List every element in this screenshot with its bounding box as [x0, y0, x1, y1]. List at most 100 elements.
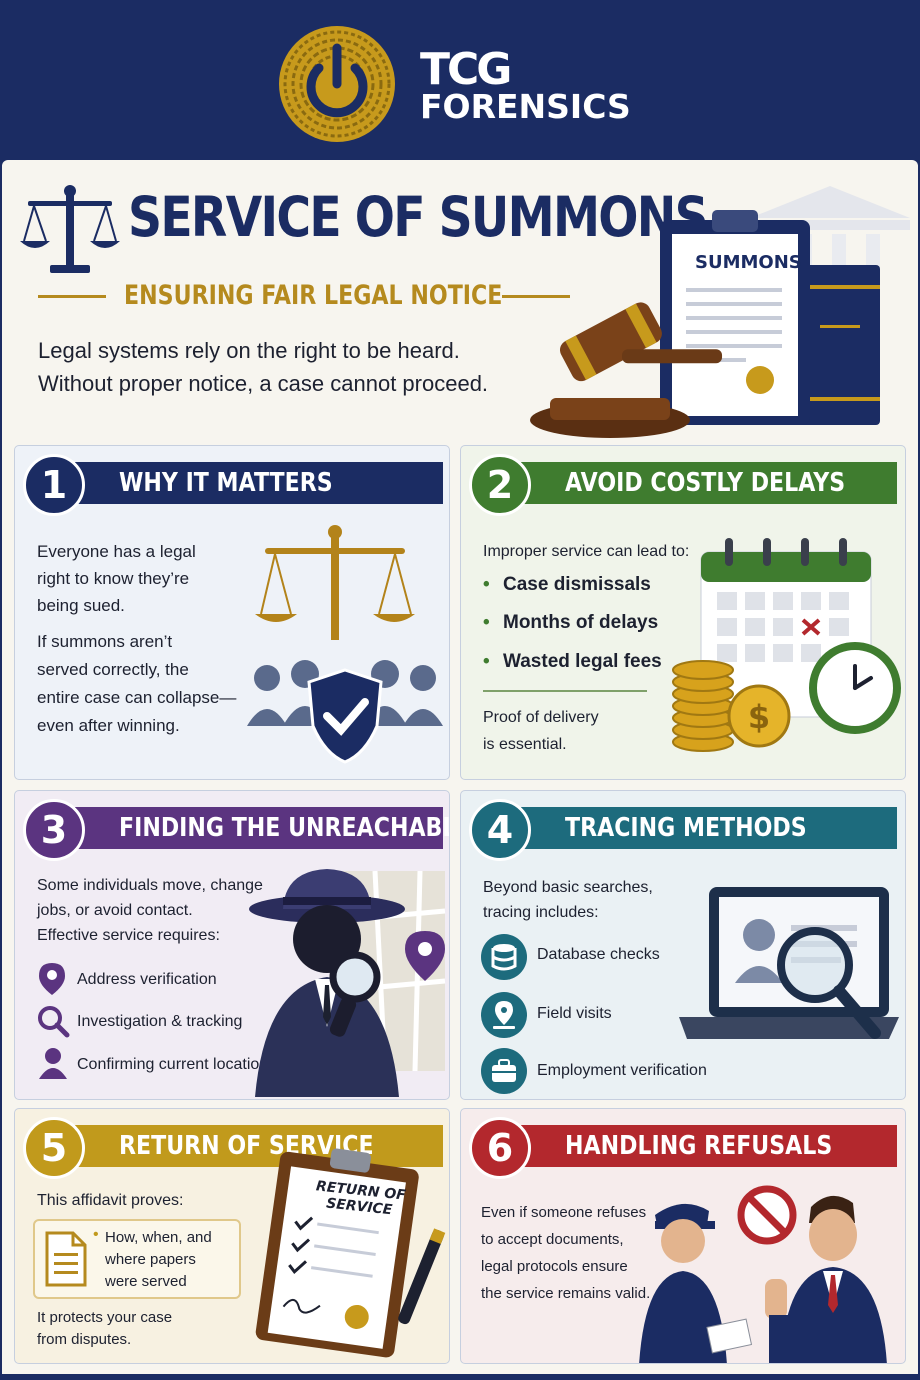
card-return-of-service: RETURN OF SERVICE 5 This affidavit prove… — [14, 1108, 450, 1364]
hero-subtitle: ENSURING FAIR LEGAL NOTICE — [124, 280, 503, 311]
card-5-box-line1: How, when, and — [105, 1229, 212, 1246]
detective-investigator-icon — [249, 869, 405, 1097]
card-avoid-costly-delays: AVOID COSTLY DELAYS 2 Improper service c… — [460, 445, 906, 780]
card-3-intro-line3: Effective service requires: — [37, 927, 220, 944]
card-1-p1-line3: being sued. — [37, 596, 125, 615]
card-4-banner: TRACING METHODS — [521, 807, 897, 849]
process-server-icon — [639, 1203, 753, 1363]
card-5-banner: RETURN OF SERVICE — [75, 1125, 443, 1167]
card-1-paragraph-1: Everyone has a legal right to know they’… — [37, 538, 196, 619]
card-3-item-3: Confirming current location — [77, 1056, 269, 1073]
card-6-banner: HANDLING REFUSALS — [521, 1125, 897, 1167]
card-5-info-box: How, when, and where papers were served … — [33, 1219, 241, 1299]
magnifier-icon — [38, 1006, 70, 1038]
hero-title: SERVICE OF SUMMONS — [128, 185, 709, 249]
card-1-paragraph-2: If summons aren’t served correctly, the … — [37, 628, 236, 740]
summons-document-label: SUMMONS — [695, 252, 802, 273]
header-bar: TCG FORENSICS — [0, 0, 920, 160]
card-5-outro-line2: from disputes. — [37, 1331, 132, 1348]
shield-check-icon — [307, 668, 383, 764]
card-4-item-1: Database checks — [537, 946, 660, 963]
card-4-intro-line1: Beyond basic searches, — [483, 879, 653, 896]
card-4-number: 4 — [469, 799, 531, 861]
refusing-man-icon — [765, 1195, 887, 1363]
hero-desc-line2: Without proper notice, a case cannot pro… — [38, 371, 489, 396]
card-3-intro-line2: jobs, or avoid contact. — [37, 902, 193, 919]
card-handling-refusals: HANDLING REFUSALS 6 Even if someone refu… — [460, 1108, 906, 1364]
person-icon — [39, 1048, 67, 1079]
card-3-intro: Some individuals move, change jobs, or a… — [37, 873, 263, 948]
card-5-box-line3: were served — [105, 1273, 187, 1290]
card-1-p1-line1: Everyone has a legal — [37, 542, 196, 561]
hero-desc-line1: Legal systems rely on the right to be he… — [38, 338, 460, 363]
card-6-text-line2: to accept documents, — [481, 1231, 624, 1248]
card-4-item-3: Employment verification — [537, 1062, 707, 1079]
card-1-number: 1 — [23, 454, 85, 516]
card-3-banner: FINDING THE UNREACHABLE — [75, 807, 449, 849]
card-2-bullet-3: Wasted legal fees — [483, 651, 662, 673]
card-4-intro: Beyond basic searches, tracing includes: — [483, 875, 653, 925]
card-1-p2-line1: If summons aren’t — [37, 632, 173, 651]
card-6-text: Even if someone refuses to accept docume… — [481, 1199, 650, 1307]
fingerprint-power-logo-icon — [279, 26, 395, 142]
card-6-text-line1: Even if someone refuses — [481, 1204, 647, 1221]
card-6-title: HANDLING REFUSALS — [565, 1131, 833, 1161]
card-3-item-2: Investigation & tracking — [77, 1013, 243, 1030]
card-2-number: 2 — [469, 454, 531, 516]
card-2-intro: Improper service can lead to: — [483, 543, 690, 560]
card-6-text-line4: the service remains valid. — [481, 1285, 651, 1302]
card-2-outro-line1: Proof of delivery — [483, 709, 599, 726]
bottom-bar — [0, 1374, 920, 1380]
card-5-box-text: How, when, and where papers were served — [105, 1227, 212, 1293]
card-4-item-2: Field visits — [537, 1005, 612, 1022]
card-why-it-matters: WHY IT MATTERS 1 Everyone has a legal ri… — [14, 445, 450, 780]
card-1-p1-line2: right to know they’re — [37, 569, 190, 588]
gavel-icon — [530, 302, 723, 438]
hero-description: Legal systems rely on the right to be he… — [38, 334, 488, 400]
card-4-intro-line2: tracing includes: — [483, 904, 599, 921]
coins-stack-icon: $ — [672, 660, 791, 752]
card-1-title: WHY IT MATTERS — [119, 468, 333, 498]
card-5-number: 5 — [23, 1117, 85, 1179]
subtitle-rule-right — [502, 295, 570, 298]
gold-scales-icon — [255, 525, 415, 640]
card-3-item-1: Address verification — [77, 971, 217, 988]
no-entry-sign-icon — [737, 1185, 797, 1245]
database-icon — [481, 934, 527, 980]
brand-name-line2: FORENSICS — [420, 87, 631, 126]
card-1-p2-line4: even after winning. — [37, 716, 180, 735]
return-of-service-clipboard-icon — [255, 1148, 446, 1358]
card-6-text-line3: legal protocols ensure — [481, 1258, 628, 1275]
card-tracing-methods: TRACING METHODS 4 Beyond basic searches,… — [460, 790, 906, 1100]
card-2-outro-line2: is essential. — [483, 736, 567, 753]
card-5-box-line2: where papers — [105, 1251, 196, 1268]
card-5-intro: This affidavit proves: — [37, 1192, 184, 1209]
card-3-title: FINDING THE UNREACHABLE — [119, 813, 450, 843]
card-1-p2-line3: entire case can collapse— — [37, 688, 237, 707]
laptop-search-icon — [679, 887, 899, 1039]
card-5-outro: It protects your case from disputes. — [37, 1307, 172, 1351]
card-5-box-bullet: • — [93, 1226, 99, 1243]
briefcase-icon — [481, 1048, 527, 1094]
scales-of-justice-icon — [20, 185, 120, 273]
card-3-intro-line1: Some individuals move, change — [37, 877, 263, 894]
card-1-p2-line2: served correctly, the — [37, 660, 189, 679]
clock-icon — [809, 642, 901, 734]
card-4-title: TRACING METHODS — [565, 813, 807, 843]
card-2-banner: AVOID COSTLY DELAYS — [521, 462, 897, 504]
card-6-number: 6 — [469, 1117, 531, 1179]
card-2-divider — [483, 690, 647, 692]
brand-name-line1: TCG — [420, 44, 512, 95]
summons-clipboard-icon — [660, 210, 810, 425]
document-icon — [45, 1231, 87, 1287]
card-2-bullet-1: Case dismissals — [483, 574, 651, 596]
subtitle-rule-left — [38, 295, 106, 298]
svg-text:$: $ — [748, 698, 770, 736]
card-3-number: 3 — [23, 799, 85, 861]
hero-subtitle-row: ENSURING FAIR LEGAL NOTICE — [38, 278, 570, 314]
card-5-outro-line1: It protects your case — [37, 1309, 173, 1326]
card-finding-the-unreachable: FINDING THE UNREACHABLE 3 Some individua… — [14, 790, 450, 1100]
location-pin-icon — [39, 963, 65, 995]
card-2-outro: Proof of delivery is essential. — [483, 704, 599, 758]
card-2-bullet-2: Months of delays — [483, 612, 658, 634]
